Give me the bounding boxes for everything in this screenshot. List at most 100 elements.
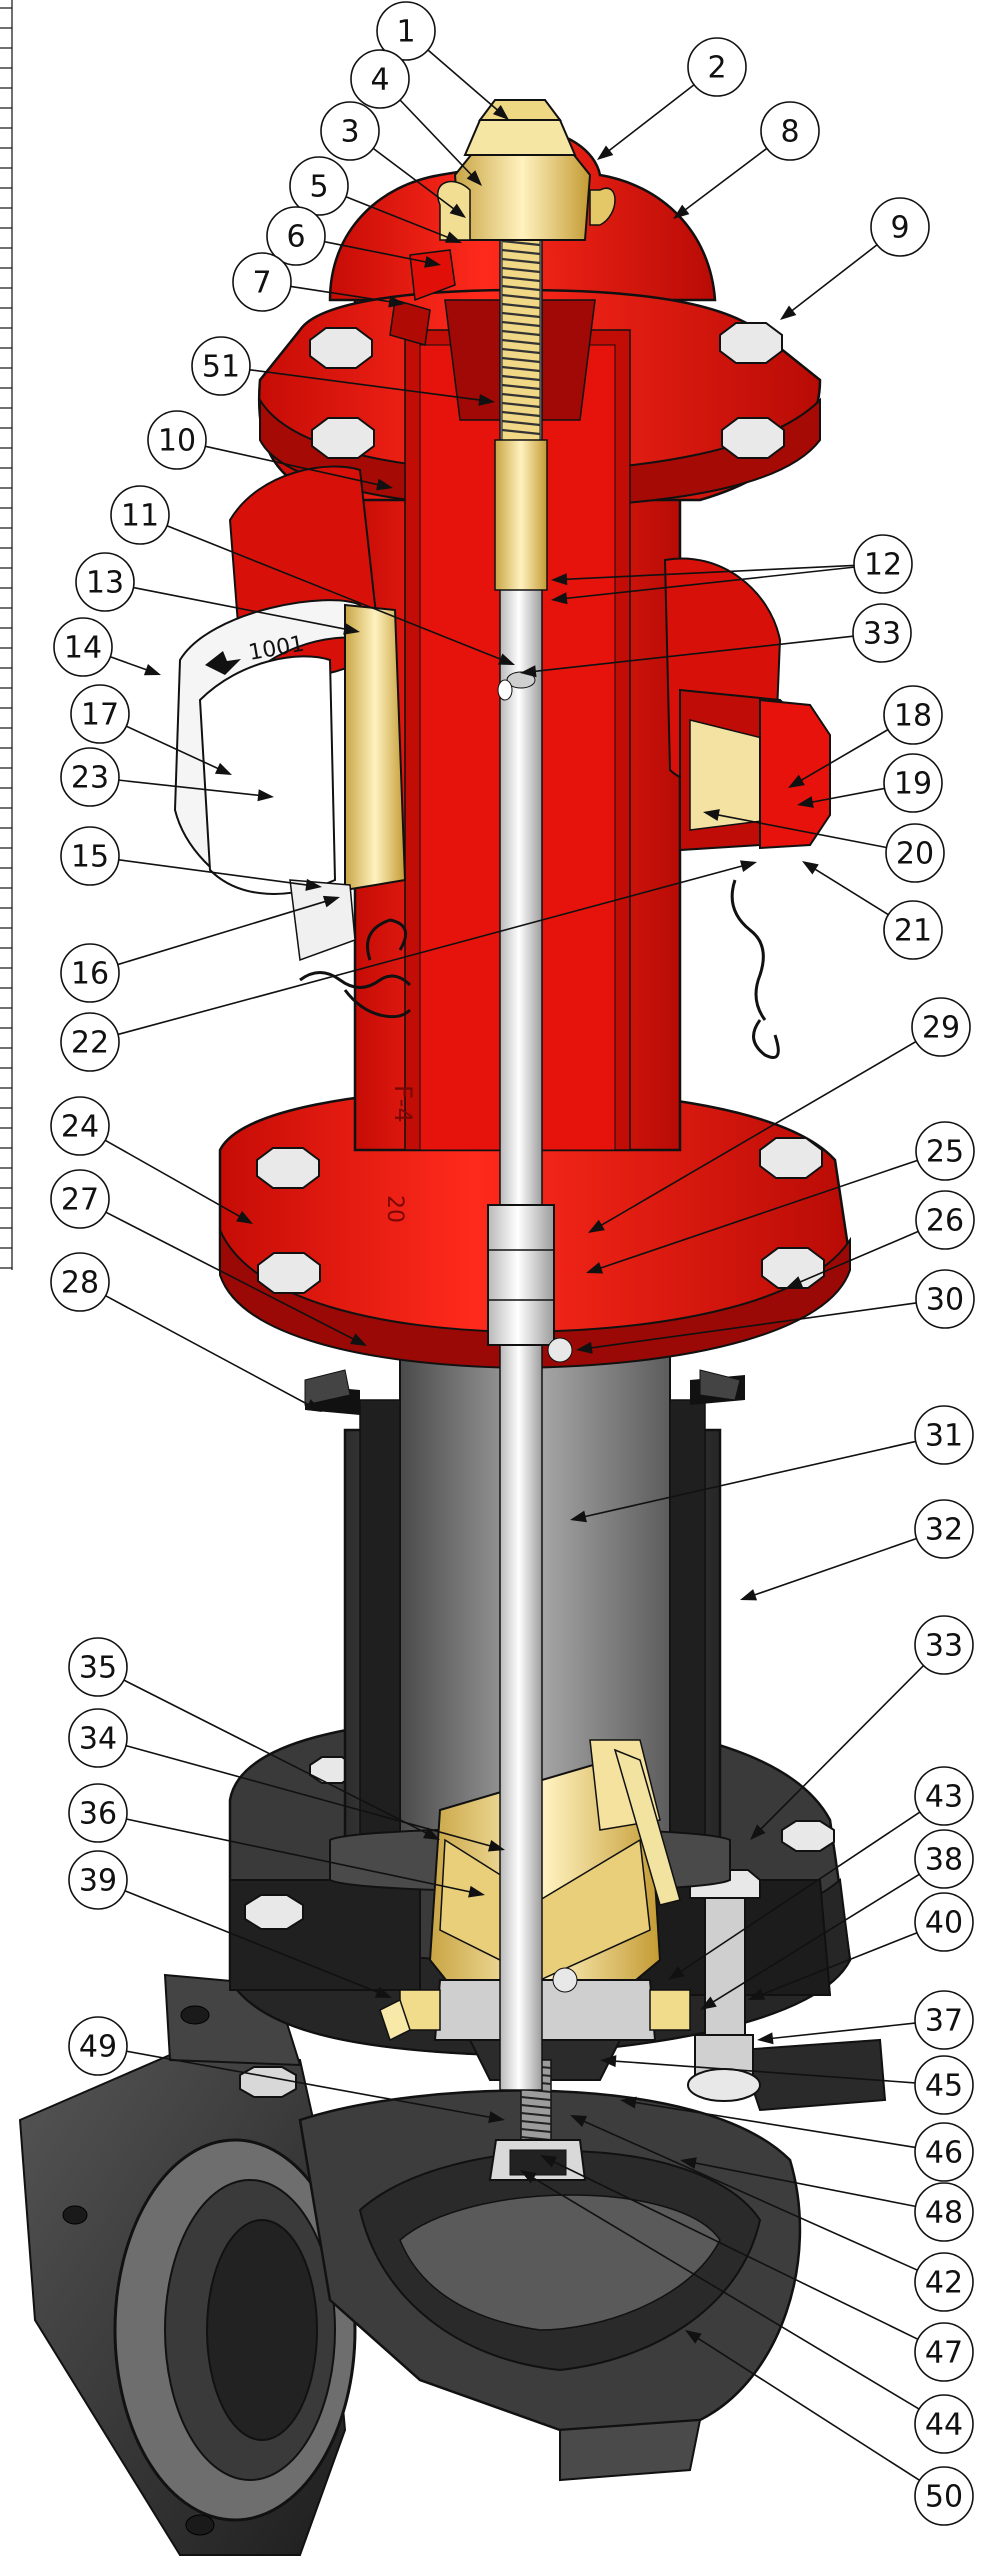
leader-arrowhead	[468, 1885, 485, 1898]
callout-49: 49	[68, 2016, 128, 2076]
callout-number: 29	[922, 1011, 960, 1046]
leader-arrowhead	[236, 1210, 253, 1224]
leader-line	[810, 787, 885, 804]
callout-29: 29	[911, 997, 971, 1057]
callout-number: 40	[925, 1906, 963, 1941]
callout-25: 25	[915, 1121, 975, 1181]
body-casting-number: 20	[382, 1195, 407, 1223]
callout-circle	[110, 485, 170, 545]
callout-3: 3	[320, 101, 380, 161]
callout-circle	[191, 336, 251, 396]
callout-35: 35	[68, 1637, 128, 1697]
leader-arrowhead	[570, 2115, 588, 2128]
callout-15: 15	[60, 826, 120, 886]
callout-circle	[852, 603, 912, 663]
callout-circle	[760, 101, 820, 161]
leader-arrowhead	[374, 1986, 392, 1998]
leader-arrowhead	[700, 1996, 717, 2010]
leader-line	[798, 1230, 919, 1284]
callout-circle	[883, 753, 943, 813]
leader-line	[110, 656, 149, 672]
leader-arrowhead	[423, 1827, 440, 1840]
leader-line	[799, 728, 889, 782]
leader-arrowhead	[748, 1988, 766, 2000]
callout-number: 6	[286, 220, 305, 255]
leader-line	[124, 1890, 380, 1994]
callout-12: 12	[853, 534, 913, 594]
leader-arrowhead	[757, 2032, 774, 2045]
callout-number: 13	[86, 566, 124, 601]
leader-arrowhead	[780, 305, 797, 320]
callout-45: 45	[914, 2055, 974, 2115]
callout-circle	[911, 997, 971, 1057]
callout-18: 18	[883, 685, 943, 745]
callout-16: 16	[60, 943, 120, 1003]
callout-number: 11	[121, 499, 159, 534]
callout-circle	[914, 2122, 974, 2182]
callout-circle	[60, 943, 120, 1003]
leader-line	[126, 1818, 472, 1893]
callout-number: 35	[79, 1651, 117, 1686]
leader-lines	[104, 49, 925, 2482]
callout-circle	[60, 1012, 120, 1072]
callout-23: 23	[60, 747, 120, 807]
callout-33: 33	[914, 1615, 974, 1675]
leader-line	[290, 285, 392, 303]
callout-number: 26	[926, 1204, 964, 1239]
leader-line	[166, 525, 503, 661]
leader-line	[583, 1440, 916, 1518]
leader-arrowhead	[350, 1333, 367, 1346]
leader-arrowhead	[214, 762, 232, 775]
callout-number: 21	[894, 914, 932, 949]
callout-number: 5	[309, 170, 328, 205]
leader-arrowhead	[680, 2157, 697, 2169]
edge-ruler	[0, 0, 13, 1270]
leader-line	[760, 1931, 918, 1996]
leader-arrowhead	[551, 573, 568, 586]
callout-number: 7	[252, 266, 271, 301]
callout-circle	[266, 206, 326, 266]
callout-circle	[60, 826, 120, 886]
callout-number: 20	[896, 837, 934, 872]
callout-circle	[914, 1766, 974, 1826]
callout-20: 20	[885, 823, 945, 883]
callout-circle	[914, 1990, 974, 2050]
leader-line	[105, 1295, 311, 1407]
callout-number: 3	[340, 115, 359, 150]
leader-line	[126, 2050, 492, 2119]
leader-line	[104, 1139, 242, 1218]
callout-circle	[68, 1637, 128, 1697]
callout-26: 26	[915, 1190, 975, 1250]
callout-number: 19	[894, 767, 932, 802]
leader-arrowhead	[620, 2096, 637, 2109]
callout-number: 43	[925, 1780, 963, 1815]
callout-circle	[914, 1829, 974, 1889]
leader-line	[683, 147, 768, 212]
callout-circle	[68, 1708, 128, 1768]
leader-arrowhead	[305, 1399, 322, 1412]
leader-arrowhead	[466, 170, 482, 186]
callout-number: 37	[925, 2004, 963, 2039]
leader-arrowhead	[143, 663, 161, 676]
callout-circle	[915, 1190, 975, 1250]
leader-line	[679, 1811, 921, 1973]
callout-number: 39	[79, 1864, 117, 1899]
leader-arrowhead	[685, 2330, 702, 2344]
callout-circle	[914, 2394, 974, 2454]
leader-line	[599, 1040, 917, 1227]
callout-number: 23	[71, 761, 109, 796]
callout-31: 31	[914, 1405, 974, 1465]
callout-number: 24	[61, 1110, 99, 1145]
leader-line	[399, 99, 473, 177]
leader-line	[770, 2022, 916, 2040]
callout-8: 8	[760, 101, 820, 161]
leader-line	[711, 1873, 920, 2004]
leader-line	[249, 368, 482, 401]
callout-circle	[289, 156, 349, 216]
leader-line	[125, 725, 220, 770]
callout-22: 22	[60, 1012, 120, 1072]
leader-line	[324, 240, 428, 264]
callout-circle	[870, 197, 930, 257]
body-casting-text: F-4	[389, 1085, 417, 1123]
